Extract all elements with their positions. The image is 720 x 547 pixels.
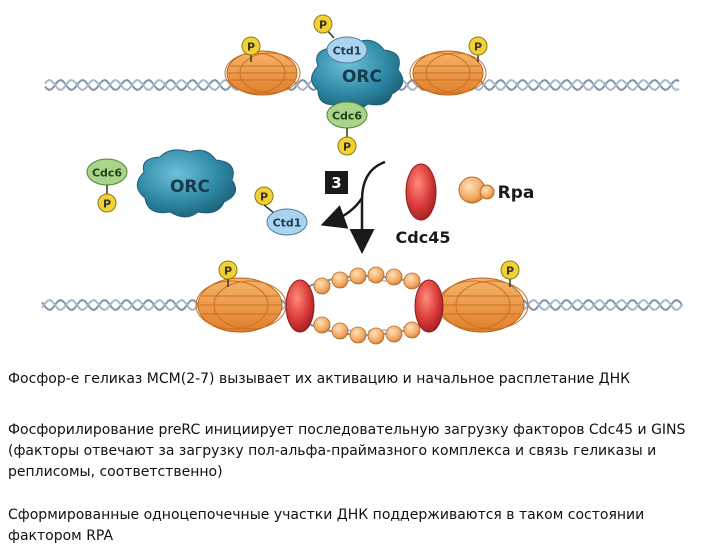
svg-text:P: P	[319, 19, 327, 32]
phosphate-icon: P	[254, 186, 274, 206]
svg-text:P: P	[247, 41, 255, 54]
svg-text:P: P	[260, 191, 268, 204]
orc-complex-released: ORC	[136, 149, 237, 218]
caption-prerc-phosphorylation: Фосфорилирование preRC инициирует послед…	[8, 422, 686, 480]
svg-text:ORC: ORC	[342, 67, 382, 87]
phosphate-icon: P	[468, 36, 488, 56]
rpa-bound-lower	[313, 316, 421, 345]
svg-text:3: 3	[331, 174, 341, 192]
cdc6-protein-bound: Cdc6	[326, 101, 368, 129]
mcm-helicase-top-left	[224, 50, 301, 96]
svg-text:Cdc6: Cdc6	[92, 167, 122, 180]
svg-text:P: P	[506, 265, 514, 278]
svg-text:P: P	[474, 41, 482, 54]
caption-mcm-phosphorylation: Фосфор-е геликаз MCM(2-7) вызывает их ак…	[8, 371, 631, 387]
phosphate-icon: P	[218, 260, 238, 280]
phosphate-icon: P	[337, 136, 357, 156]
svg-text:ORC: ORC	[170, 177, 210, 197]
cdc45-protein-bound-left	[285, 279, 315, 333]
mcm-helicase-top-right	[409, 50, 487, 96]
svg-text:P: P	[224, 265, 232, 278]
cdc45-label: Cdc45	[396, 228, 451, 247]
rpa-label: Rpa	[498, 183, 535, 203]
caption-rpa-ssdna: Сформированные одноцепочечные участки ДН…	[8, 507, 645, 544]
cdc45-protein-bound-right	[414, 279, 444, 333]
cdc6-protein-released: Cdc6	[86, 158, 128, 186]
process-arrow	[320, 160, 386, 254]
phosphate-icon: P	[313, 14, 333, 34]
rpa-bound-upper	[313, 266, 421, 295]
rpa-protein-free	[458, 176, 495, 204]
mcm-helicase-bottom-right	[437, 277, 529, 333]
phosphate-icon: P	[97, 193, 117, 213]
dna-helix-bottom	[41, 299, 683, 311]
svg-text:Ctd1: Ctd1	[273, 217, 302, 230]
step-number-box: 3	[325, 171, 348, 194]
svg-text:Cdc6: Cdc6	[332, 110, 362, 123]
phosphate-icon: P	[500, 260, 520, 280]
phosphate-icon: P	[241, 36, 261, 56]
mcm-helicase-bottom-left	[195, 277, 287, 333]
svg-text:Ctd1: Ctd1	[333, 45, 362, 58]
ctd1-protein-bound: Ctd1	[326, 36, 368, 64]
ctd1-protein-released: Ctd1	[266, 208, 308, 236]
svg-text:P: P	[343, 141, 351, 154]
svg-text:P: P	[103, 198, 111, 211]
cdc45-protein-free	[405, 163, 437, 221]
dna-replication-diagram: P P ORC P Ctd1 Cdc6 P Cdc6 P ORC	[41, 14, 683, 345]
